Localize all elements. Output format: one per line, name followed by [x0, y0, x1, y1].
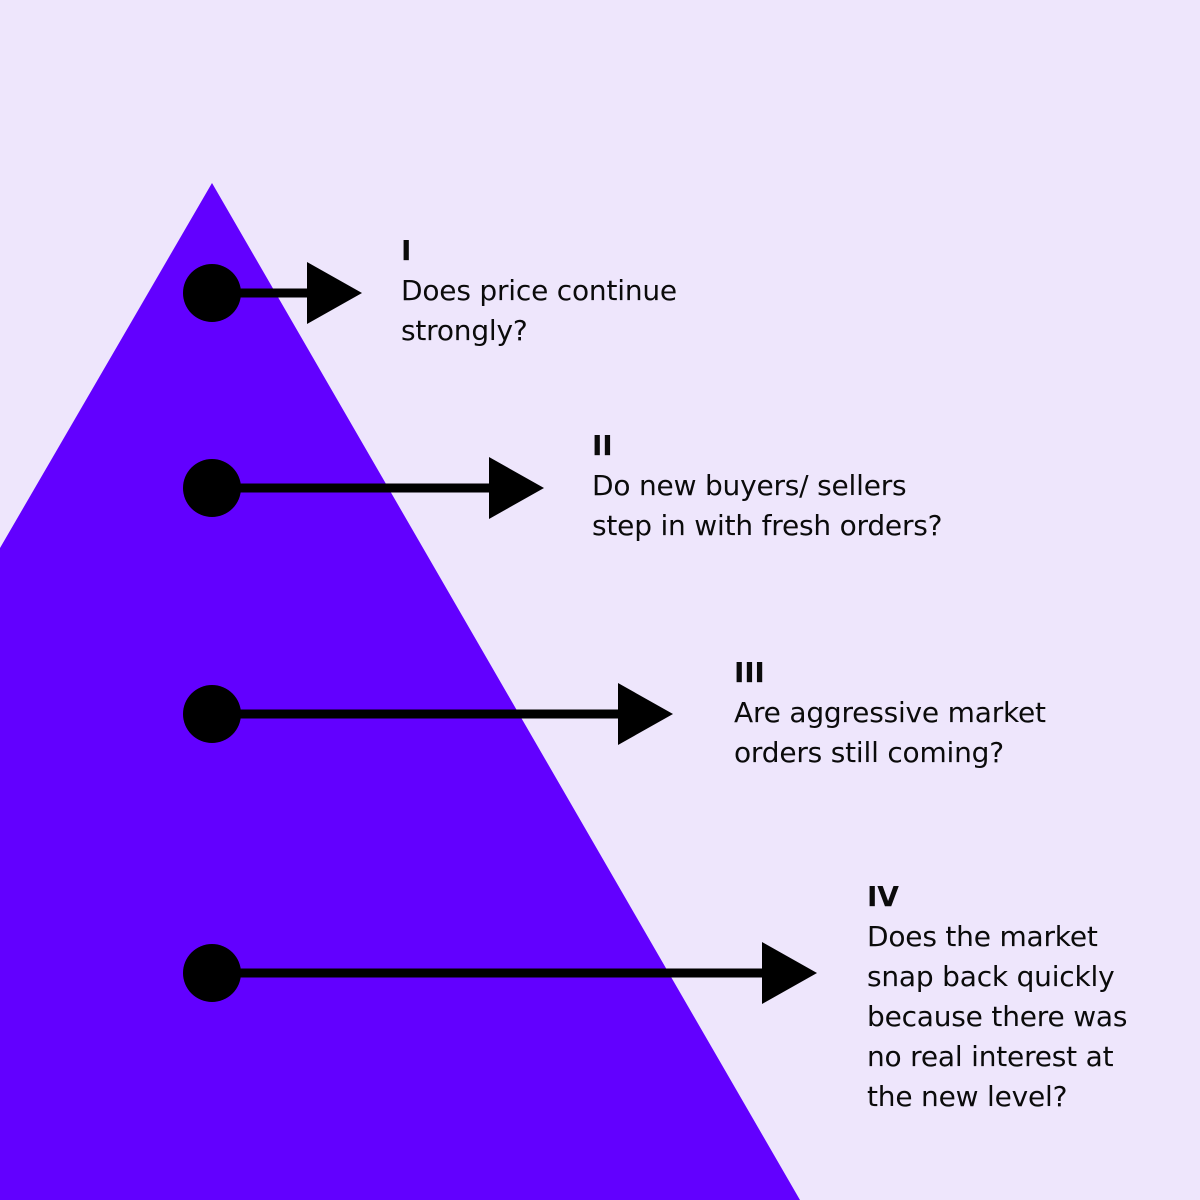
- step-4-question: Does the market snap back quickly becaus…: [867, 920, 1128, 1113]
- step-3-numeral: III: [734, 656, 765, 689]
- step-4-numeral: IV: [867, 880, 899, 913]
- arrow-step-3: [183, 683, 673, 745]
- step-2-question: Do new buyers/ sellers step in with fres…: [592, 469, 943, 542]
- arrow-head: [489, 457, 544, 519]
- arrow-head: [762, 942, 817, 1004]
- step-3-question: Are aggressive market orders still comin…: [734, 696, 1046, 769]
- step-1-question: Does price continue strongly?: [401, 274, 677, 347]
- purple-triangle: [0, 183, 800, 1200]
- arrow-step-4: [183, 942, 817, 1004]
- step-1-label: I Does price continue strongly?: [401, 231, 677, 351]
- arrow-step-2: [183, 457, 544, 519]
- arrow-head: [618, 683, 673, 745]
- arrow-head: [307, 262, 362, 324]
- step-3-label: III Are aggressive market orders still c…: [734, 653, 1046, 773]
- arrow-step-1: [183, 262, 362, 324]
- step-1-numeral: I: [401, 234, 412, 267]
- step-2-numeral: II: [592, 429, 613, 462]
- step-2-label: II Do new buyers/ sellers step in with f…: [592, 426, 943, 546]
- step-4-label: IV Does the market snap back quickly bec…: [867, 877, 1127, 1117]
